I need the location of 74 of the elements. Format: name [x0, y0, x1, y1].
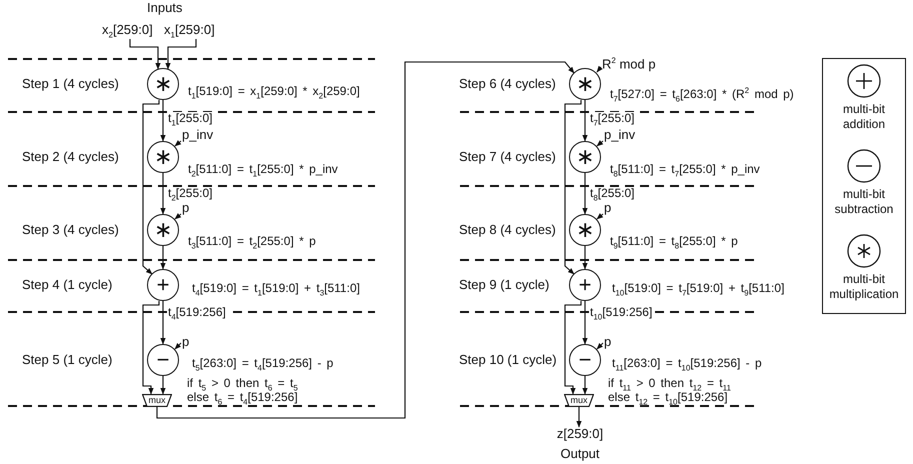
- condition-text: else t$_{12}$ = t$_{10}$[519:256]: [608, 390, 728, 408]
- equation-text: t$_{4}$[519:0] = t$_{1}$[519:0] + t$_{3}$[511:0]: [192, 281, 360, 300]
- arrow: [582, 173, 588, 215]
- arrow: [142, 100, 160, 274]
- arrow: [596, 213, 604, 220]
- operator-circle: −: [147, 344, 179, 376]
- output-label: Output: [559, 445, 601, 463]
- step-label: Step 5 (1 cycle): [22, 353, 112, 367]
- signal-label: R$^{2}$ mod p: [602, 54, 656, 72]
- operator-circle: −: [569, 344, 601, 376]
- arrow: [174, 140, 182, 146]
- arrow: [160, 246, 166, 270]
- operator-circle: ∗: [147, 141, 179, 173]
- condition-text: if t$_{11}$ > 0 then t$_{12}$ = t$_{11}$: [608, 376, 731, 392]
- arrow: [596, 342, 604, 350]
- equation-text: t$_{3}$[511:0] = t$_{2}$[255:0] * p: [188, 234, 316, 252]
- equation-text: t$_{5}$[263:0] = t$_{4}$[519:256] - p: [192, 356, 334, 374]
- step-label: Step 2 (4 cycles): [22, 150, 119, 164]
- arrow: [160, 100, 166, 142]
- signal-label: x$_{1}$[259:0]: [164, 23, 215, 43]
- operator-circle: ∗: [569, 141, 601, 173]
- signal-label: x$_{2}$[259:0]: [102, 23, 153, 43]
- arrow: [582, 376, 588, 395]
- equation-text: t$_{10}$[519:0] = t$_{7}$[519:0] + t$_{9}$[511:0]: [612, 281, 784, 300]
- signal-label: p: [182, 335, 190, 349]
- arrow: [160, 173, 166, 215]
- multiplexer: mux: [564, 394, 594, 407]
- equation-text: t$_{7}$[527:0] = t$_{6}$[263:0] * (R$^{2}$ mod p): [610, 85, 794, 106]
- step-label: Step 1 (4 cycles): [22, 77, 119, 91]
- operator-circle: ∗: [147, 214, 179, 246]
- arrow: [174, 213, 182, 220]
- operator-circle: ∗: [569, 68, 601, 100]
- signal-label: z[259:0]: [556, 425, 604, 443]
- arrow: [160, 301, 166, 345]
- arrow: [564, 301, 582, 395]
- legend-text: multi-bit addition: [842, 102, 886, 132]
- arrow: [582, 100, 588, 142]
- signal-label: p: [604, 335, 612, 349]
- title-text: Inputs: [147, 1, 182, 15]
- signal-label: p_inv: [182, 128, 214, 142]
- legend-text: multi-bit multiplication: [828, 272, 900, 302]
- arrow: [564, 100, 582, 274]
- operator-circle: +: [569, 269, 601, 301]
- step-label: Step 6 (4 cycles): [459, 77, 556, 91]
- arrow: [582, 246, 588, 270]
- arrow: [582, 301, 588, 345]
- step-label: Step 3 (4 cycles): [22, 223, 119, 237]
- arrow: [165, 39, 197, 70]
- arrow: [174, 342, 182, 350]
- equation-text: t$_{9}$[511:0] = t$_{8}$[255:0] * p: [610, 234, 738, 252]
- condition-text: else t$_{6}$ = t$_{4}$[519:256]: [187, 390, 298, 408]
- arrow: [576, 407, 582, 428]
- step-label: Step 9 (1 cycle): [459, 278, 550, 292]
- equation-text: t$_{1}$[519:0] = x$_{1}$[259:0] * x$_{2}$[259:0]: [188, 84, 360, 102]
- equation-text: t$_{8}$[511:0] = t$_{7}$[255:0] * p_inv: [610, 162, 760, 180]
- step-label: Step 7 (4 cycles): [459, 150, 556, 164]
- arrow: [160, 376, 166, 395]
- equation-text: t$_{2}$[511:0] = t$_{1}$[255:0] * p_inv: [188, 162, 338, 180]
- arrow: [156, 61, 574, 419]
- equation-text: t$_{11}$[263:0] = t$_{10}$[519:256] - p: [612, 356, 762, 374]
- step-label: Step 4 (1 cycle): [22, 278, 112, 292]
- step-label: Step 8 (4 cycles): [459, 223, 556, 237]
- arrow: [129, 39, 161, 70]
- arrow: [142, 301, 160, 395]
- legend-text: multi-bit subtraction: [834, 187, 894, 217]
- operator-circle: ∗: [147, 68, 179, 100]
- arrow: [596, 140, 604, 146]
- operator-circle: ∗: [569, 214, 601, 246]
- multiplexer: mux: [142, 394, 172, 407]
- arrow: [596, 66, 603, 73]
- step-label: Step 10 (1 cycle): [459, 353, 557, 367]
- condition-text: if t$_{5}$ > 0 then t$_{6}$ = t$_{5}$: [187, 376, 298, 392]
- signal-label: p_inv: [604, 128, 636, 142]
- operator-circle: +: [147, 269, 179, 301]
